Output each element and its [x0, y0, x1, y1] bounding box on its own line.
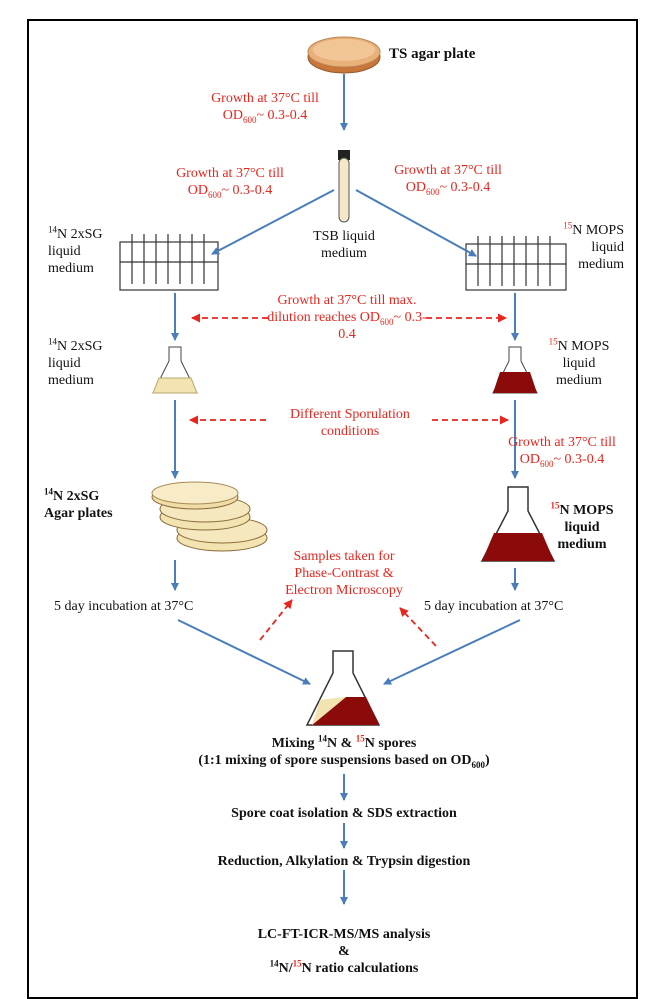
right-rack-label: 15N MOPS liquid medium — [563, 220, 624, 272]
max-dilution-label: Growth at 37°C till max. dilution reache… — [267, 293, 427, 342]
agar-plates-stack-icon — [151, 481, 268, 552]
mops-big-label: 15N MOPS liquid medium — [550, 500, 614, 552]
left-rack-label: 14N 2xSG liquid medium — [48, 224, 103, 276]
test-tube-icon — [338, 150, 350, 223]
ts-agar-plate-icon — [307, 36, 381, 74]
dashed-arrow-samples-right — [399, 607, 437, 647]
reduction-step-label: Reduction, Alkylation & Trypsin digestio… — [217, 854, 471, 869]
big-mops-flask-icon — [480, 486, 556, 562]
growth-label-right-2: Growth at 37°C till OD600~ 0.3-0.4 — [508, 435, 616, 469]
spore-coat-step-label: Spore coat isolation & SDS extraction — [231, 806, 457, 821]
growth-label-right: Growth at 37°C till OD600~ 0.3-0.4 — [394, 163, 502, 197]
agar-plates-label: 14N 2xSG Agar plates — [44, 486, 113, 521]
mixing-label: Mixing 14N & 15N spores (1:1 mixing of s… — [198, 733, 490, 770]
incubation-left-label: 5 day incubation at 37°C — [54, 599, 194, 614]
flow-arrows — [171, 74, 521, 905]
right-flask-icon — [492, 346, 538, 394]
growth-label-1: Growth at 37°C till OD600~ 0.3-0.4 — [211, 91, 319, 125]
right-flask-label: 15N MOPS liquid medium — [548, 336, 610, 388]
incubation-right-label: 5 day incubation at 37°C — [424, 599, 564, 614]
arrow-left-to-mixing — [177, 619, 311, 685]
left-flask-label: 14N 2xSG liquid medium — [48, 336, 103, 388]
dashed-arrow-samples-left — [259, 599, 293, 641]
samples-label: Samples taken for Phase-Contrast & Elect… — [285, 549, 403, 598]
growth-label-left: Growth at 37°C till OD600~ 0.3-0.4 — [176, 166, 284, 200]
left-tube-rack-icon — [119, 234, 219, 291]
right-tube-rack-icon — [465, 236, 567, 291]
dashed-arrows — [189, 313, 509, 647]
arrow-tube-to-right-rack — [355, 189, 477, 257]
arrow-tube-to-left-rack — [211, 189, 335, 255]
final-analysis-label: LC-FT-ICR-MS/MS analysis & 14N/15N ratio… — [257, 927, 431, 976]
ts-agar-plate-label: TS agar plate — [389, 46, 476, 62]
tsb-medium-label: TSB liquid medium — [313, 229, 375, 261]
mixing-flask-icon — [305, 650, 381, 726]
sporulation-label: Different Sporulation conditions — [290, 407, 410, 439]
arrow-right-to-mixing — [383, 619, 521, 685]
left-flask-icon — [152, 346, 198, 394]
diagram-frame — [27, 19, 638, 999]
